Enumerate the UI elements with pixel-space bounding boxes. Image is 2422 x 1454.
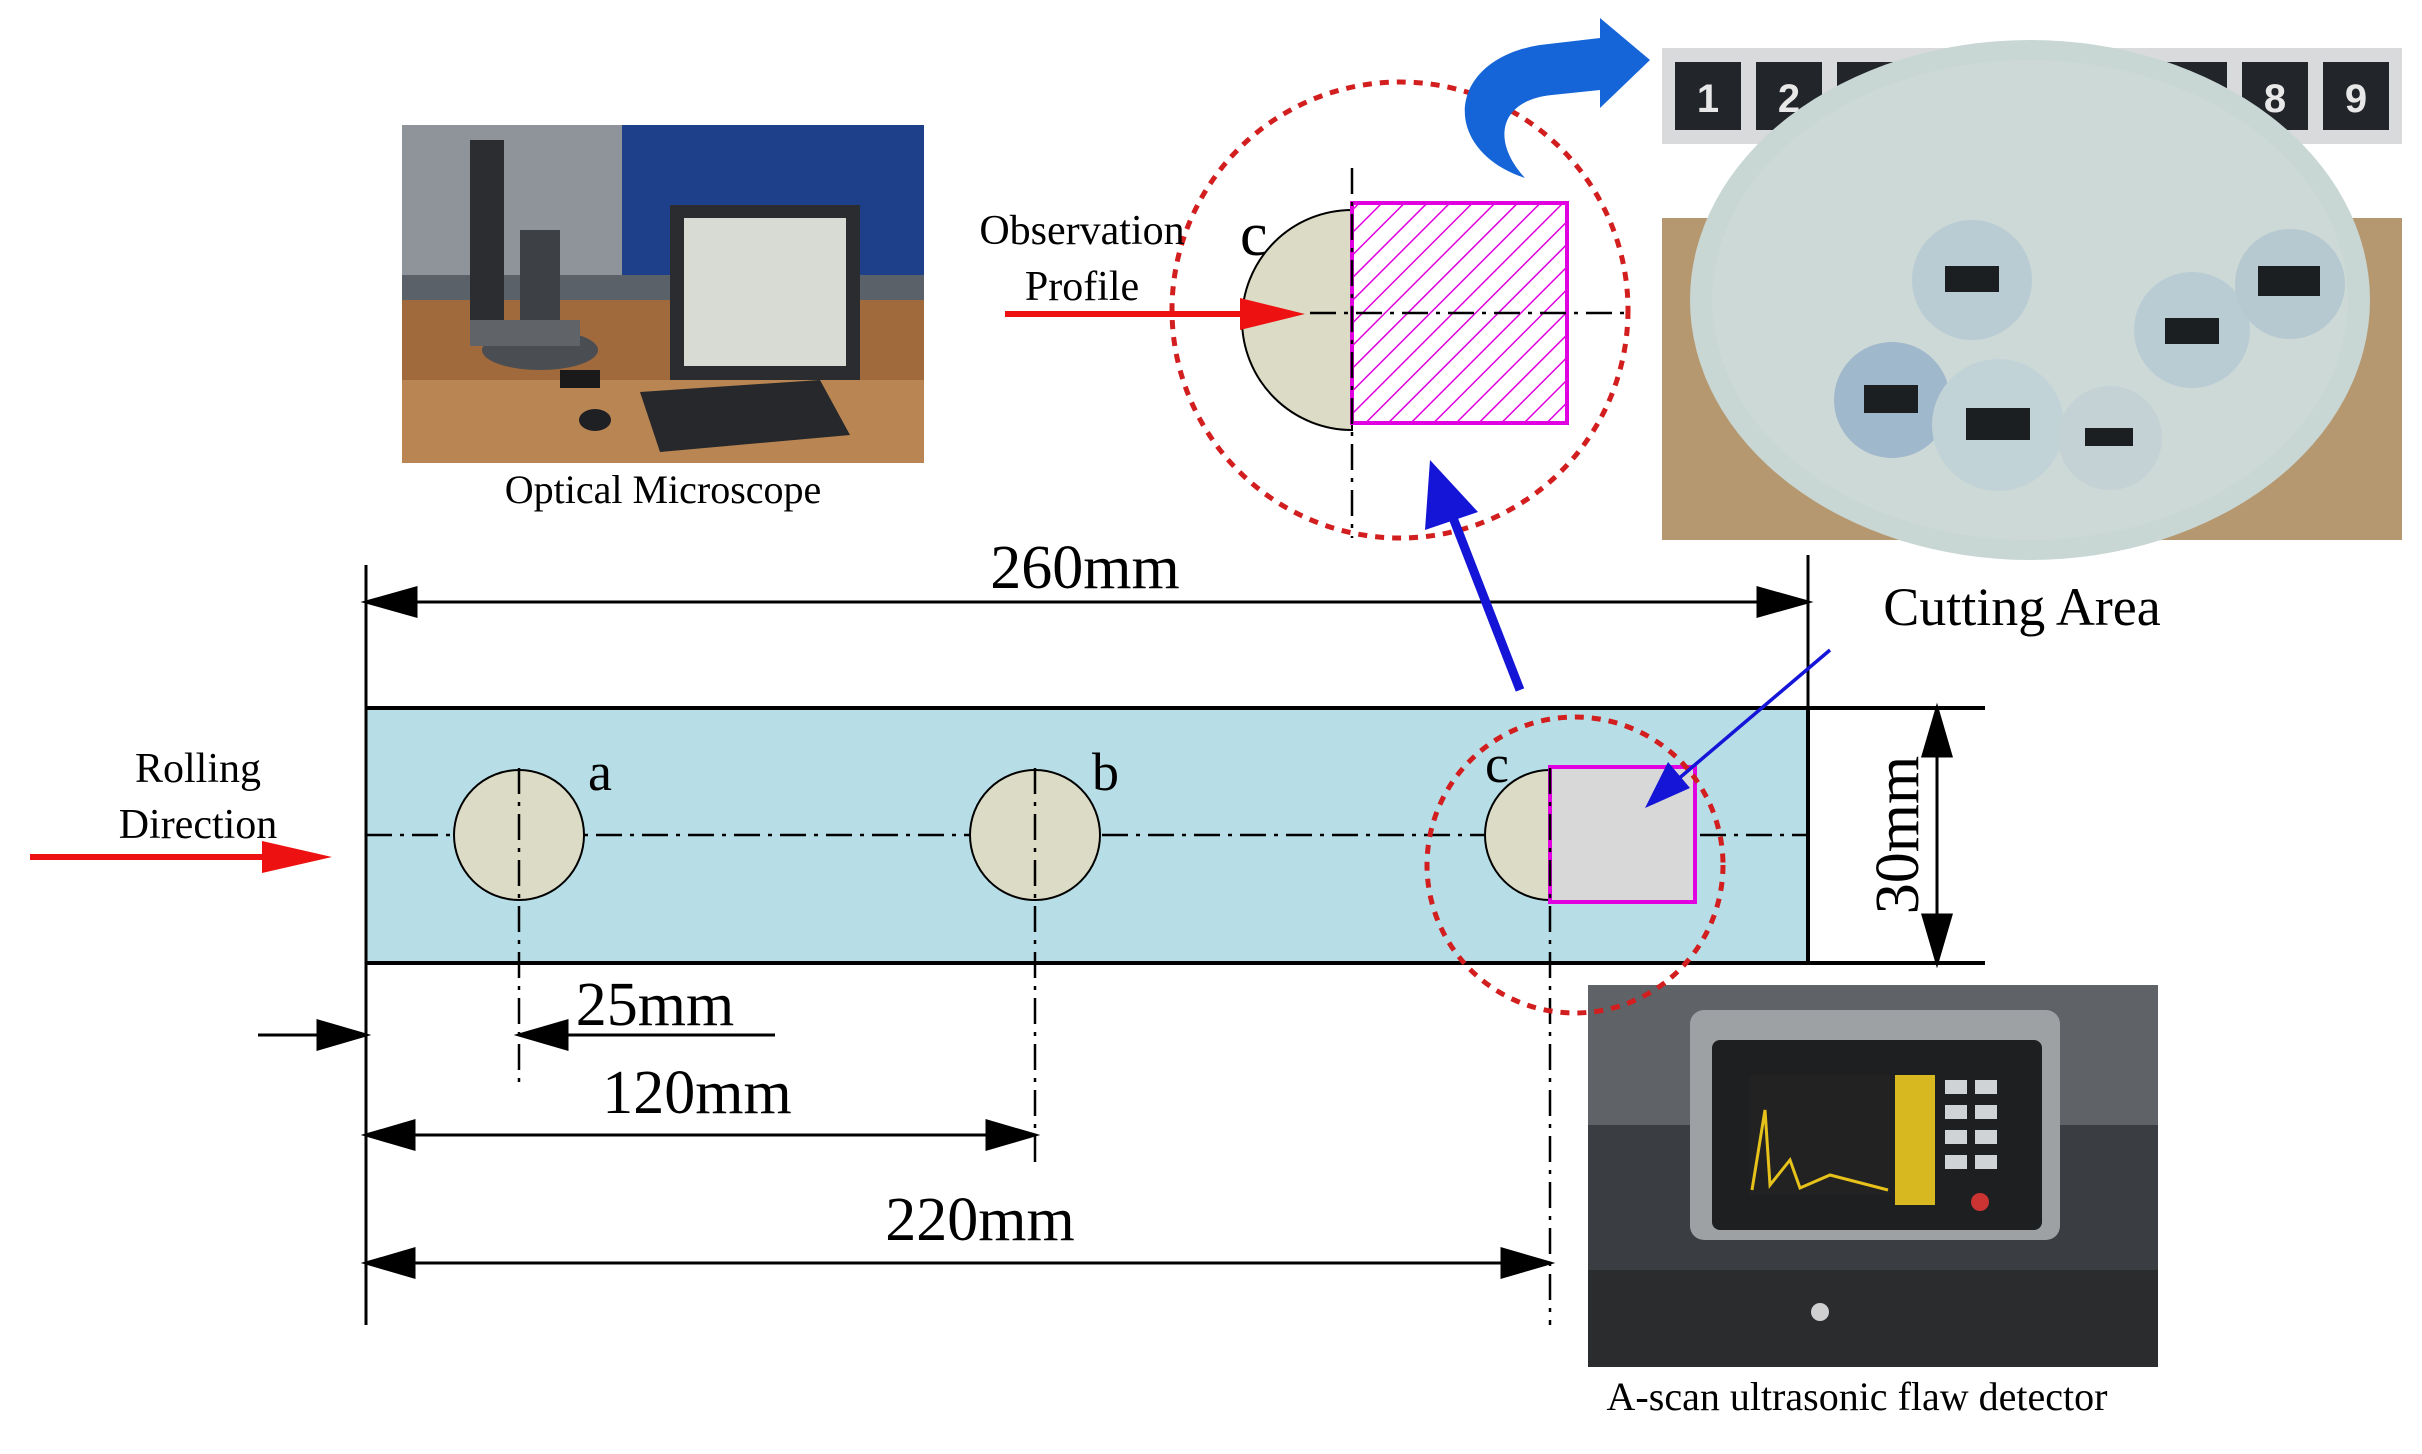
sample-tile [1675, 62, 1741, 130]
sample-tile-number: 9 [2345, 77, 2367, 121]
dimension-total-length: 260mm [990, 534, 1179, 602]
rolling-direction-label-1: Rolling [135, 746, 261, 792]
flaw-detector-caption: A-scan ultrasonic flaw detector [1607, 1374, 2108, 1419]
rolling-direction-arrow [30, 841, 332, 873]
optical-microscope-caption: Optical Microscope [505, 467, 822, 512]
dimension-offset-c: 220mm [885, 1186, 1074, 1254]
flaw-detector-photo [1588, 985, 2158, 1367]
dimension-lines [258, 555, 1953, 1325]
dimension-offset-a: 25mm [576, 971, 734, 1039]
zoom-link-arrow [1425, 460, 1525, 692]
observation-profile-label-2: Profile [1025, 264, 1139, 310]
point-label-b: b [1092, 742, 1119, 802]
optical-microscope-photo [402, 125, 924, 463]
mounted-samples-photo [1662, 40, 2402, 560]
cutting-area-label: Cutting Area [1883, 577, 2160, 637]
observation-profile-arrow [1005, 298, 1305, 330]
rolling-direction-label-2: Direction [119, 802, 278, 848]
sample-tile [2323, 62, 2389, 130]
point-label-a: a [588, 742, 612, 802]
cutting-area-arrow [1645, 648, 1832, 808]
cutting-zoom-circle [1424, 714, 1726, 1016]
sample-tile-number: 2 [1778, 77, 1800, 121]
sample-tile-number: 1 [1697, 77, 1719, 121]
sample-tile-number: 8 [2264, 77, 2286, 121]
dimension-width: 30mm [1864, 756, 1932, 914]
point-label-c: c [1485, 734, 1509, 794]
dimension-offset-b: 120mm [602, 1059, 791, 1127]
curved-arrow-icon [1464, 18, 1650, 178]
point-centerlines [517, 768, 1552, 1325]
zoomed-profile [1169, 79, 1631, 541]
zoom-point-label-c: c [1240, 201, 1268, 269]
observation-profile-label-1: Observation [979, 208, 1184, 254]
